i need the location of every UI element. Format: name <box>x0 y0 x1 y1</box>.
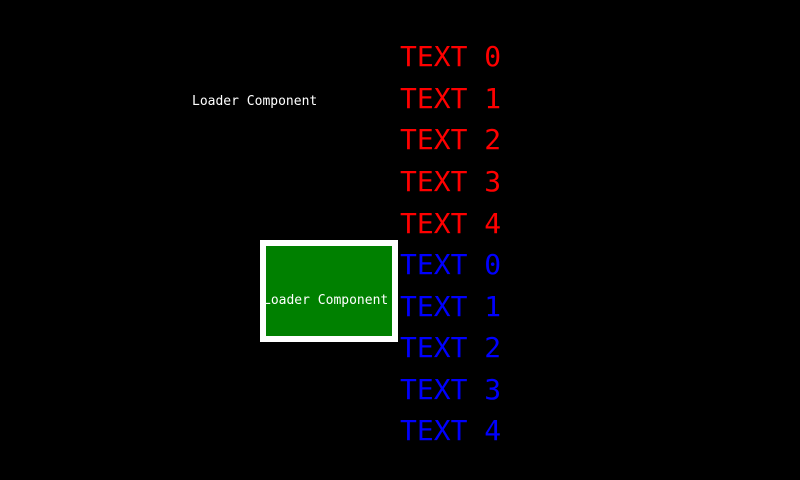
text-row-blue-2: TEXT 2 <box>400 331 502 364</box>
text-row-blue-3: TEXT 3 <box>400 373 502 406</box>
text-row-red-0: TEXT 0 <box>400 40 502 73</box>
text-row-blue-0: TEXT 0 <box>400 248 502 281</box>
loader-component-box-label: Loader Component <box>263 293 389 308</box>
text-row-red-4: TEXT 4 <box>400 207 502 240</box>
text-row-blue-1: TEXT 1 <box>400 290 502 323</box>
text-row-red-1: TEXT 1 <box>400 82 502 115</box>
text-row-red-2: TEXT 2 <box>400 123 502 156</box>
text-row-red-3: TEXT 3 <box>400 165 502 198</box>
text-row-blue-4: TEXT 4 <box>400 414 502 447</box>
loader-component-box[interactable]: Loader Component <box>260 240 398 342</box>
loader-component-label: Loader Component <box>192 94 318 109</box>
